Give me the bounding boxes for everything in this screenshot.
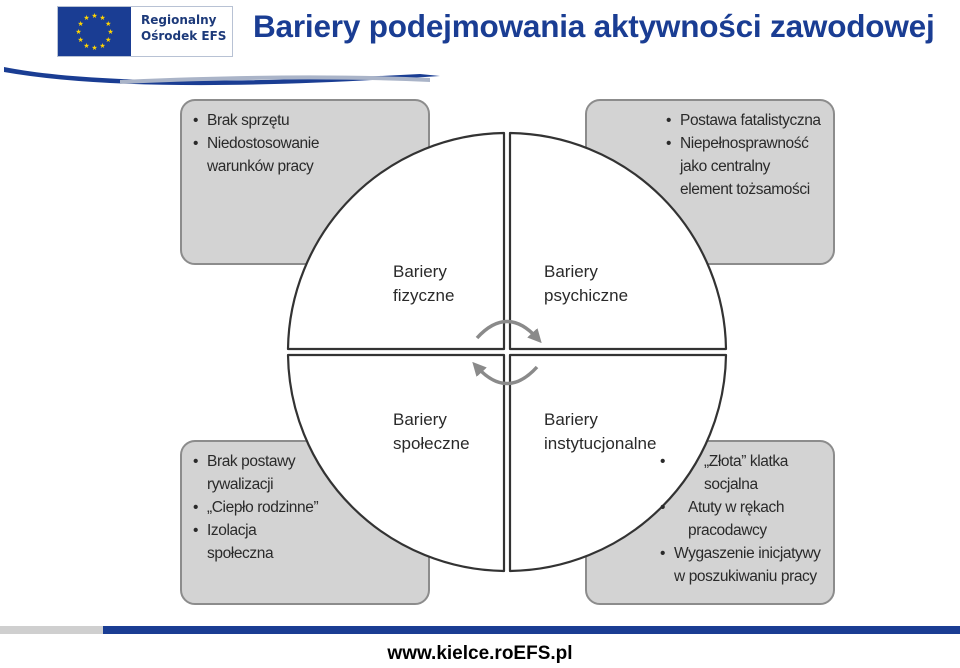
list-item: Brak postawy (193, 450, 323, 473)
quadrant-spoleczne (286, 353, 506, 573)
list-item: „Ciepło rodzinne” (193, 496, 323, 519)
list-item: „Złota” klatka (660, 450, 830, 473)
list-item: Izolacja społeczna (193, 519, 323, 565)
cycle-arrow-top (475, 319, 542, 344)
box-bottom-left-text: Brak postawy rywalizacji „Ciepło rodzinn… (193, 450, 323, 565)
box-top-right-text: Postawa fatalistyczna Niepełnosprawność … (666, 109, 831, 201)
svg-text:★: ★ (105, 20, 111, 28)
quadrant-label-instytucjonalne: Bariery instytucjonalne (544, 408, 656, 456)
box-bottom-right-text: „Złota” klatka socjalna Atuty w rękach p… (660, 450, 830, 588)
list-item-continuation: jako centralny (680, 158, 771, 175)
list-item-continuation: element tożsamości (680, 181, 810, 198)
svg-text:★: ★ (105, 36, 111, 44)
quadrant-label-spoleczne: Bariery społeczne (393, 408, 470, 456)
logo-text-line2: Ośrodek EFS (141, 29, 227, 43)
logo-text-line1: Regionalny (141, 13, 217, 27)
box-top-left-text: Brak sprzętu Niedostosowanie warunków pr… (193, 109, 423, 178)
quadrant-label-line1: Bariery (393, 410, 447, 429)
quadrant-label-line1: Bariery (393, 262, 447, 281)
list-item: Niepełnosprawność (666, 132, 831, 155)
svg-text:★: ★ (91, 44, 97, 52)
logo-regionalny-osrodek-efs: ★ ★ ★ ★ ★ ★ ★ ★ ★ ★ ★ ★ Regionalny Ośrod… (57, 6, 233, 57)
eu-flag-icon: ★ ★ ★ ★ ★ ★ ★ ★ ★ ★ ★ ★ (58, 7, 131, 56)
svg-text:★: ★ (78, 36, 84, 44)
svg-text:★: ★ (75, 28, 81, 36)
svg-text:★: ★ (99, 42, 105, 50)
list-item: Postawa fatalistyczna (666, 109, 831, 132)
list-item-continuation: rywalizacji (207, 476, 274, 493)
quadrant-label-line2: psychiczne (544, 286, 629, 305)
list-item: Niedostosowanie (193, 132, 423, 155)
list-item-continuation: warunków pracy (207, 158, 314, 175)
svg-text:★: ★ (78, 20, 84, 28)
footer-bar-blue (103, 626, 960, 634)
quadrant-label-line1: Bariery (544, 262, 598, 281)
quadrant-label-line2: fizyczne (393, 286, 455, 305)
list-item-continuation: pracodawcy (688, 522, 767, 539)
quadrant-label-line2: społeczne (393, 434, 470, 453)
cycle-arrow-bottom (472, 361, 539, 386)
header-swoosh (4, 67, 440, 86)
list-item-continuation: w poszukiwaniu pracy (674, 568, 817, 585)
page-title: Bariery podejmowania aktywności zawodowe… (253, 8, 935, 44)
svg-text:★: ★ (91, 12, 97, 20)
quadrant-label-line1: Bariery (544, 410, 598, 429)
svg-text:★: ★ (83, 14, 89, 22)
quadrant-fizyczne (286, 131, 506, 351)
list-item: Atuty w rękach (660, 496, 830, 519)
list-item: Brak sprzętu (193, 109, 423, 132)
svg-text:★: ★ (99, 14, 105, 22)
quadrant-label-psychiczne: Bariery psychiczne (544, 260, 628, 308)
svg-text:★: ★ (107, 28, 113, 36)
quadrant-label-line2: instytucjonalne (544, 434, 657, 453)
svg-text:★: ★ (83, 42, 89, 50)
list-item: Wygaszenie inicjatywy (660, 542, 830, 565)
footer-url: www.kielce.roEFS.pl (387, 643, 573, 664)
list-item-continuation: socjalna (704, 476, 758, 493)
quadrant-label-fizyczne: Bariery fizyczne (393, 260, 454, 308)
footer-bar-gray (0, 626, 103, 634)
quadrant-psychiczne (508, 131, 728, 351)
